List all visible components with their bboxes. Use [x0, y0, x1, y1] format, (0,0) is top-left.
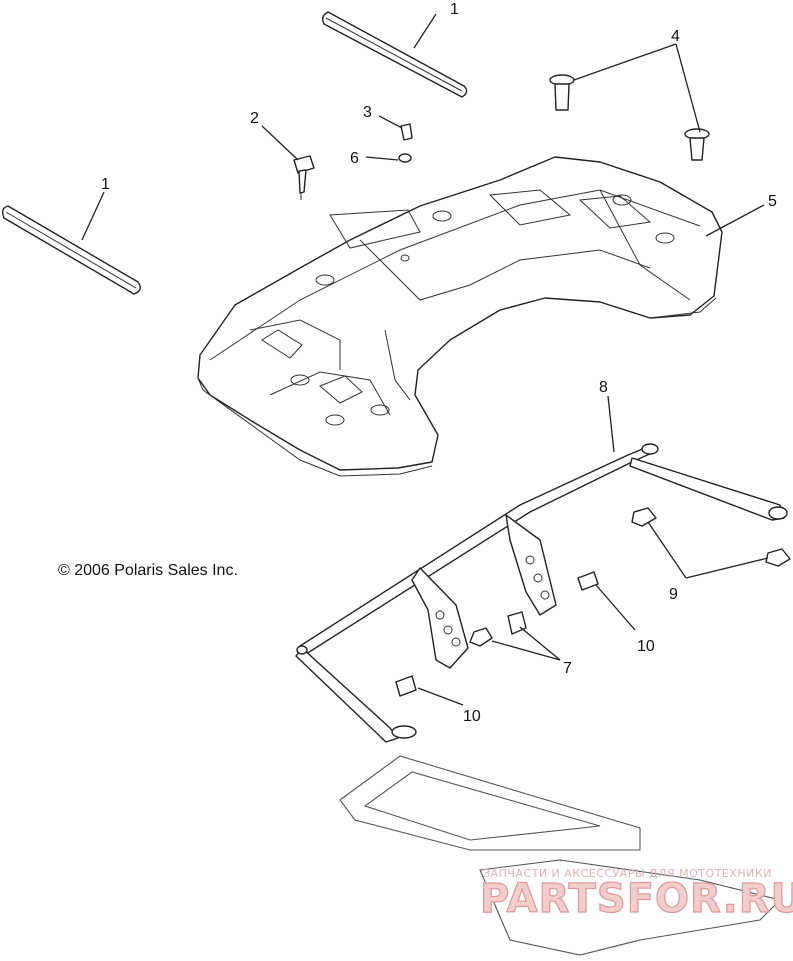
nut-part-7b — [507, 611, 527, 635]
callout-9: 9 — [669, 586, 678, 603]
frame-brace-part-8 — [295, 443, 788, 743]
clip-part-3 — [400, 123, 413, 141]
copyright-text: © 2006 Polaris Sales Inc. — [58, 562, 238, 579]
chassis-frame — [339, 755, 782, 956]
bolt-part-10a — [577, 571, 599, 591]
rack-part-5 — [197, 156, 723, 477]
bolt-part-2 — [293, 155, 315, 200]
nut-part-9a — [631, 507, 657, 527]
callout-4: 4 — [671, 28, 680, 45]
callout-2: 2 — [250, 110, 259, 127]
watermark: ЗАПЧАСТИ И АКСЕССУАРЫ ДЛЯ МОТОТЕХНИКИ PA… — [479, 867, 793, 923]
callout-6: 6 — [350, 150, 359, 167]
callout-10-left: 10 — [463, 708, 481, 725]
callout-1-top: 1 — [450, 1, 459, 18]
callout-5: 5 — [768, 193, 777, 210]
callout-1-left: 1 — [101, 176, 110, 193]
leader-lines — [81, 13, 769, 706]
callout-10-right: 10 — [637, 638, 655, 655]
callout-7: 7 — [563, 660, 572, 677]
rod-top — [321, 11, 468, 98]
nut-part-6 — [398, 153, 412, 163]
bolt-part-10b — [395, 675, 417, 697]
screw-part-4b — [684, 128, 710, 161]
watermark-tagline: ЗАПЧАСТИ И АКСЕССУАРЫ ДЛЯ МОТОТЕХНИКИ — [483, 867, 772, 880]
callout-3: 3 — [363, 104, 372, 121]
nut-part-9b — [765, 548, 791, 567]
screw-part-4a — [549, 74, 575, 111]
rod-left — [1, 205, 141, 295]
callout-8: 8 — [599, 379, 608, 396]
watermark-brand: PARTSFOR.RU — [480, 876, 793, 922]
nut-part-7a — [469, 627, 493, 647]
